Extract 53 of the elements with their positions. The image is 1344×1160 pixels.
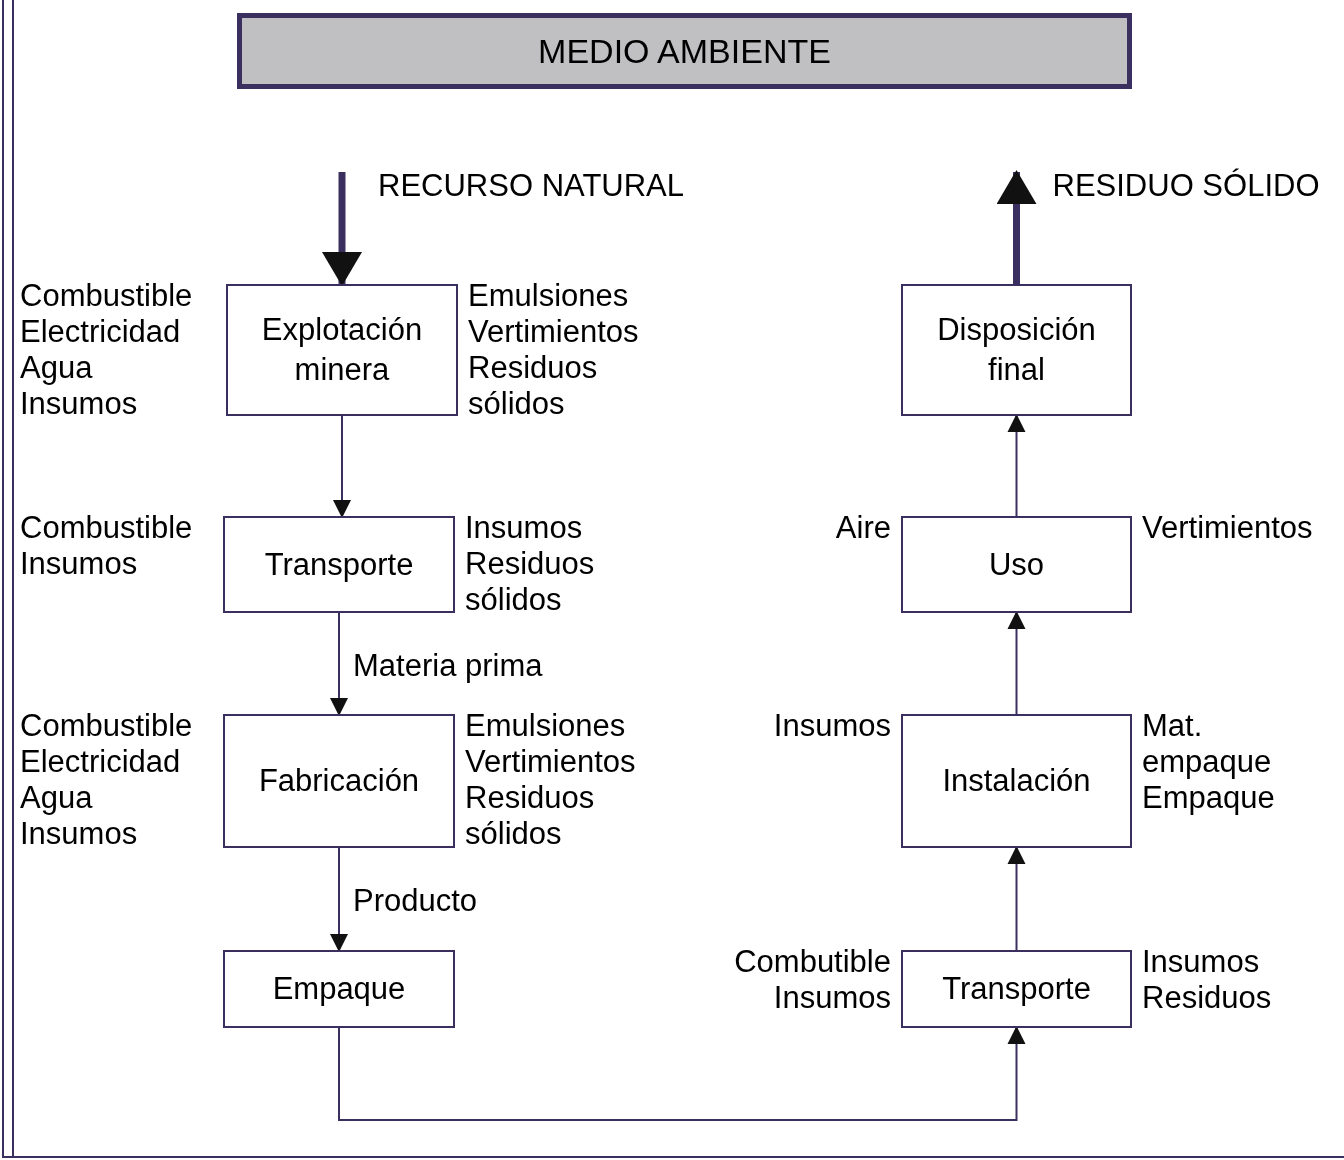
input-label: Electricidad [20,314,181,350]
process-box [901,284,1132,416]
input-label: Combustible [20,278,193,314]
output-label: Residuos sólidos [468,350,598,422]
process-label: Fabricación [258,762,420,800]
arrow [1007,846,1026,951]
arrow [1007,414,1026,517]
input-label: Combustible [20,510,193,546]
process-box [223,714,455,848]
process-box [901,950,1132,1028]
process-label: Instalación [942,762,1091,800]
input-label: Insumos [20,386,138,422]
output-label: Vertimientos [465,744,636,780]
arrow [996,170,1037,284]
process-label: Transporte [264,545,414,584]
output-label: Residuos [1142,980,1272,1016]
process-label: Empaque [272,970,406,1008]
input-label: Agua [20,350,93,386]
output-label: Insumos [465,510,583,546]
arrow [330,612,348,716]
output-label: Empaque [1142,780,1275,816]
input-label: Insumos [773,980,891,1016]
output-label: Residuos sólidos [465,546,595,618]
output-label: Vertimientos [468,314,639,350]
process-box [223,516,455,613]
input-label: Aire [835,510,891,546]
process-label: Explotación minera [260,311,424,389]
input-label: Agua [20,780,93,816]
input-label: Insumos [20,816,138,852]
input-label: Electricidad [20,744,181,780]
output-label: Emulsiones [465,708,626,744]
process-label: Transporte [942,970,1091,1008]
output-label: Emulsiones [468,278,629,314]
process-box [901,516,1132,613]
input-label: Insumos [20,546,138,582]
arrow [1007,611,1026,715]
input-label: Combustible [20,708,193,744]
process-box [901,714,1132,848]
arrow [330,847,348,952]
input-label: Combutible [734,944,891,980]
input-label: Insumos [773,708,891,744]
heading-band [237,13,1132,89]
output-label: Vertimientos [1142,510,1313,546]
process-label: Uso [988,545,1045,584]
output-label: Residuos sólidos [465,780,595,852]
arrow [338,1026,1026,1121]
process-box [223,950,455,1028]
output-label: Mat. empaque [1142,708,1272,780]
process-label: Disposición final [936,311,1097,389]
heading-text: MEDIO AMBIENTE [538,30,831,72]
process-box [226,284,458,416]
arrow [333,415,351,518]
output-label: Insumos [1142,944,1260,980]
